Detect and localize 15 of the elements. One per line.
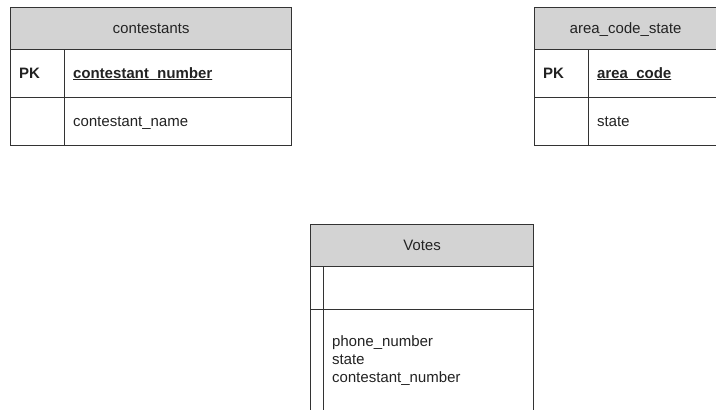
field-name: state: [332, 351, 365, 369]
field-name: contestant_number: [332, 369, 460, 387]
table-title: area_code_state: [535, 8, 716, 50]
key-label: PK: [543, 64, 564, 82]
table-title: Votes: [311, 225, 533, 267]
field-name: area_code: [597, 64, 672, 82]
key-label: PK: [19, 64, 40, 82]
field-name: contestant_number: [73, 64, 212, 82]
field-name: phone_number: [332, 333, 433, 351]
entity-table: [534, 7, 716, 146]
field-name: state: [597, 112, 630, 130]
table-title: contestants: [11, 8, 291, 50]
field-name: contestant_name: [73, 112, 188, 130]
entity-table: [10, 7, 292, 146]
entity-table: [310, 224, 534, 410]
